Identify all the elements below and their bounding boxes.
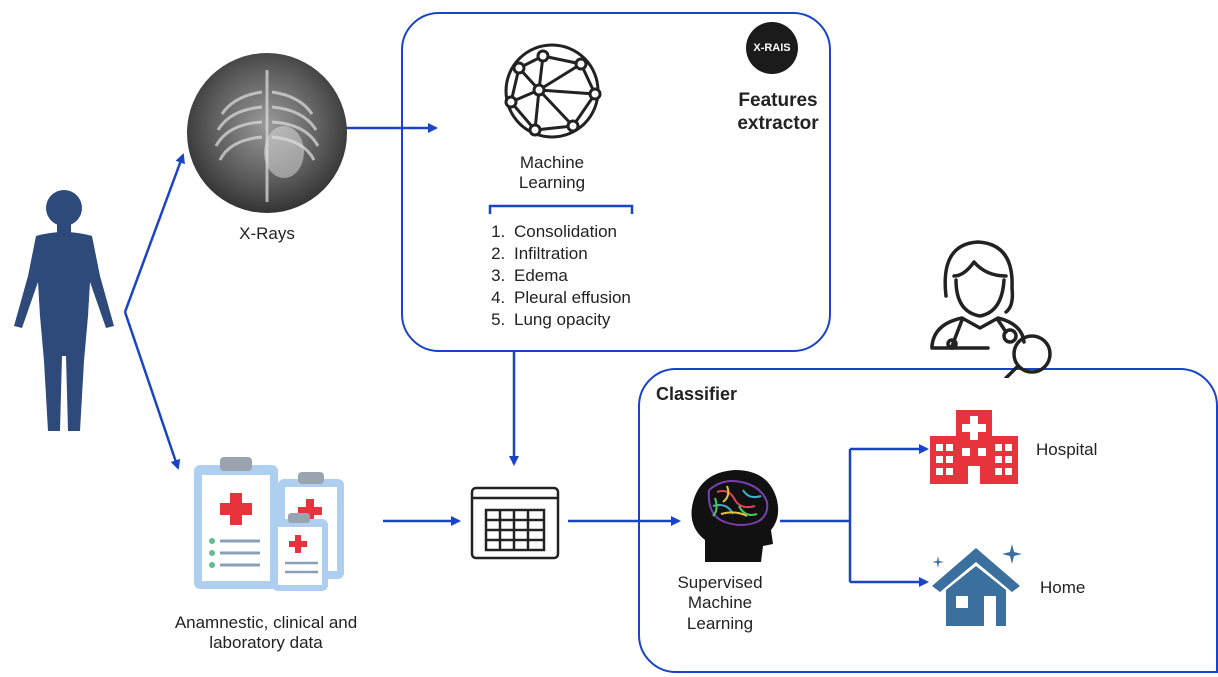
brain-head-icon — [691, 470, 779, 562]
feature-item: Lung opacity — [510, 309, 631, 331]
feature-item: Edema — [510, 265, 631, 287]
features-extractor-title: Features extractor — [737, 90, 819, 134]
network-globe-icon — [504, 43, 602, 139]
xrais-logo-text: X-RAIS — [753, 42, 791, 54]
classifier-box — [638, 368, 1218, 673]
feature-item: Consolidation — [510, 221, 631, 243]
supervised-ml-label: Supervised Machine Learning — [677, 573, 763, 633]
classifier-title: Classifier — [656, 384, 738, 404]
home-icon — [932, 544, 1022, 626]
features-brace — [488, 204, 634, 214]
features-list: Consolidation Infiltration Edema Pleural… — [478, 221, 631, 331]
doctor-icon — [930, 240, 1052, 378]
ml-label: Machine Learning — [518, 153, 586, 193]
hospital-icon — [930, 410, 1018, 484]
feature-item: Pleural effusion — [510, 287, 631, 309]
arrow-human-to-clinical — [123, 311, 181, 470]
clinical-data-label: Anamnestic, clinical and laboratory data — [174, 613, 358, 653]
clipboards-icon — [194, 457, 344, 591]
features-extractor-box — [401, 12, 831, 352]
home-label: Home — [1040, 578, 1086, 597]
xrais-logo: X-RAIS — [746, 22, 798, 74]
human-silhouette-icon — [14, 190, 114, 431]
arrow-human-to-xray — [123, 153, 185, 313]
xray-label: X-Rays — [239, 224, 295, 243]
xray-icon — [187, 53, 347, 213]
connector-classifier-split — [780, 449, 852, 582]
feature-item: Infiltration — [510, 243, 631, 265]
table-grid-icon — [470, 486, 560, 560]
hospital-label: Hospital — [1036, 440, 1098, 459]
